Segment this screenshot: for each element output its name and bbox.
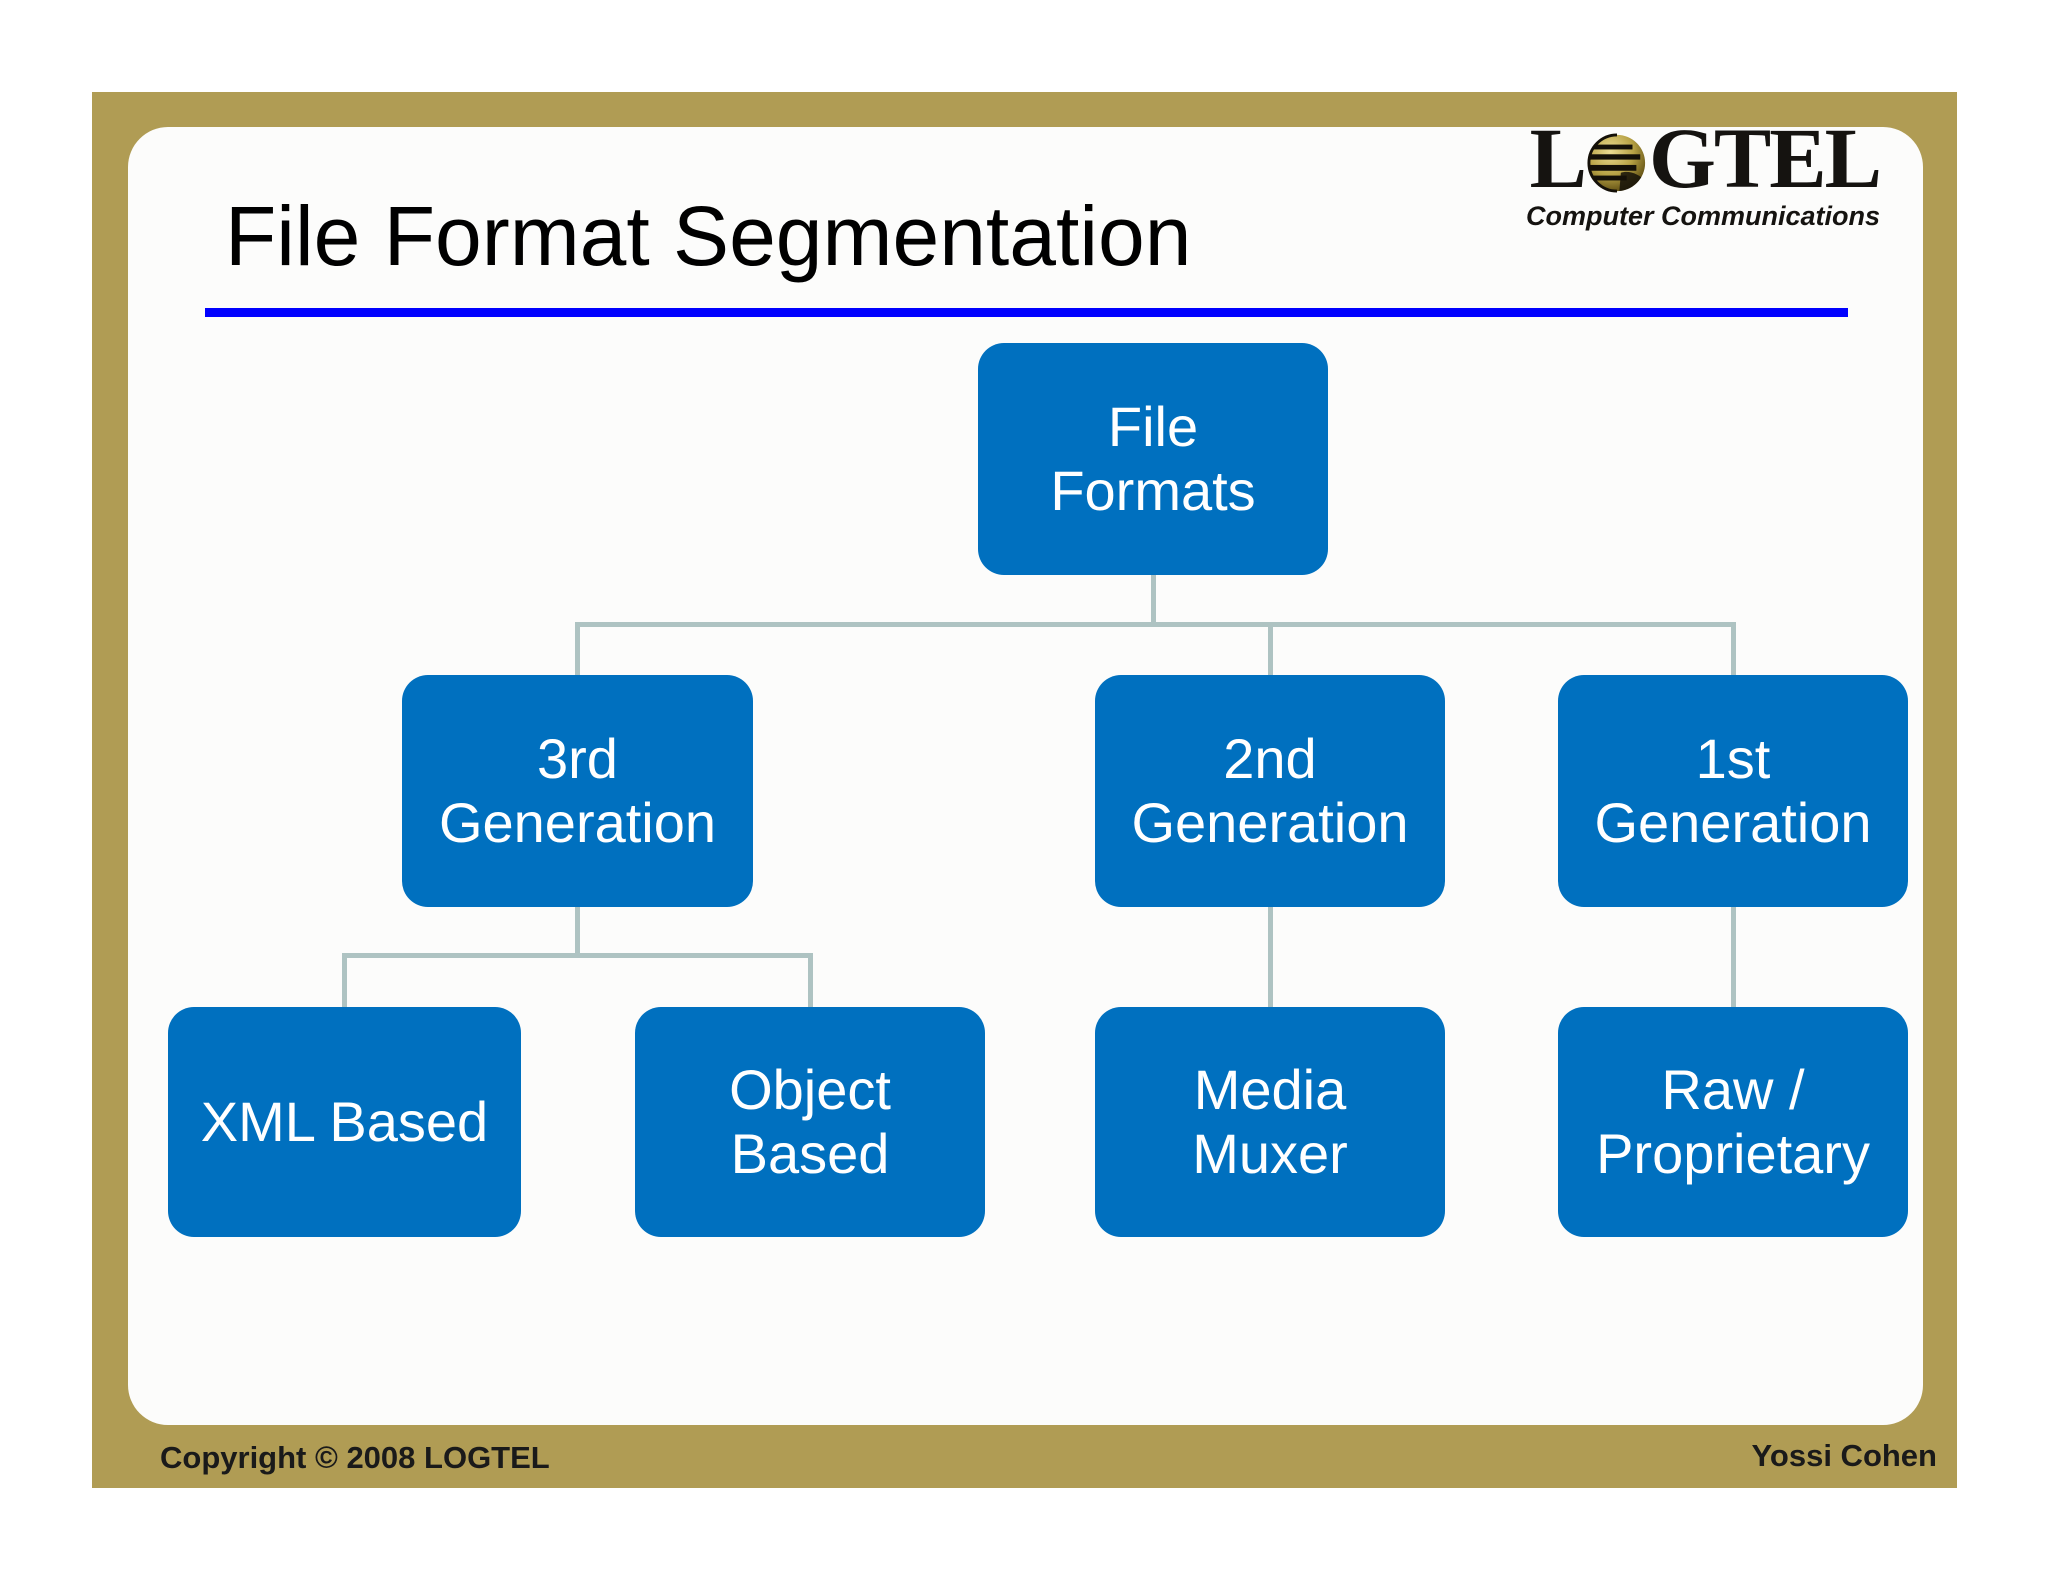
node-media-muxer: Media Muxer [1095, 1007, 1445, 1237]
connector-root-stem [1151, 575, 1156, 625]
connector-level1-bus [577, 622, 1735, 627]
globe-icon [1587, 133, 1646, 193]
logo-tagline: Computer Communications [1525, 201, 1880, 231]
connector-gen3-bus [344, 953, 812, 958]
node-1st-generation: 1st Generation [1558, 675, 1908, 907]
connector-gen1-raw [1731, 907, 1736, 1007]
logo-letter-l: L [1529, 110, 1587, 206]
connector-root-gen3 [575, 622, 580, 675]
node-3rd-generation: 3rd Generation [402, 675, 753, 907]
connector-gen3-object [808, 953, 813, 1007]
page-title: File Format Segmentation [225, 189, 1192, 283]
logtel-logo: L [1525, 110, 1882, 232]
logtel-wordmark: L [1526, 110, 1882, 206]
author-text: Yossi Cohen [1751, 1438, 1937, 1473]
node-xml-based: XML Based [168, 1007, 521, 1237]
logo-letters-gtel: GTEL [1649, 110, 1882, 206]
title-underline [205, 308, 1848, 317]
copyright-text: Copyright © 2008 LOGTEL [160, 1440, 550, 1475]
node-2nd-generation: 2nd Generation [1095, 675, 1445, 907]
connector-gen2-media [1268, 907, 1273, 1007]
node-raw-proprietary: Raw / Proprietary [1558, 1007, 1908, 1237]
connector-gen3-stem [575, 907, 580, 957]
connector-gen3-xml [342, 953, 347, 1007]
connector-root-gen2 [1268, 622, 1273, 675]
connector-root-gen1 [1731, 622, 1736, 675]
node-object-based: Object Based [635, 1007, 985, 1237]
node-file-formats: File Formats [978, 343, 1328, 575]
